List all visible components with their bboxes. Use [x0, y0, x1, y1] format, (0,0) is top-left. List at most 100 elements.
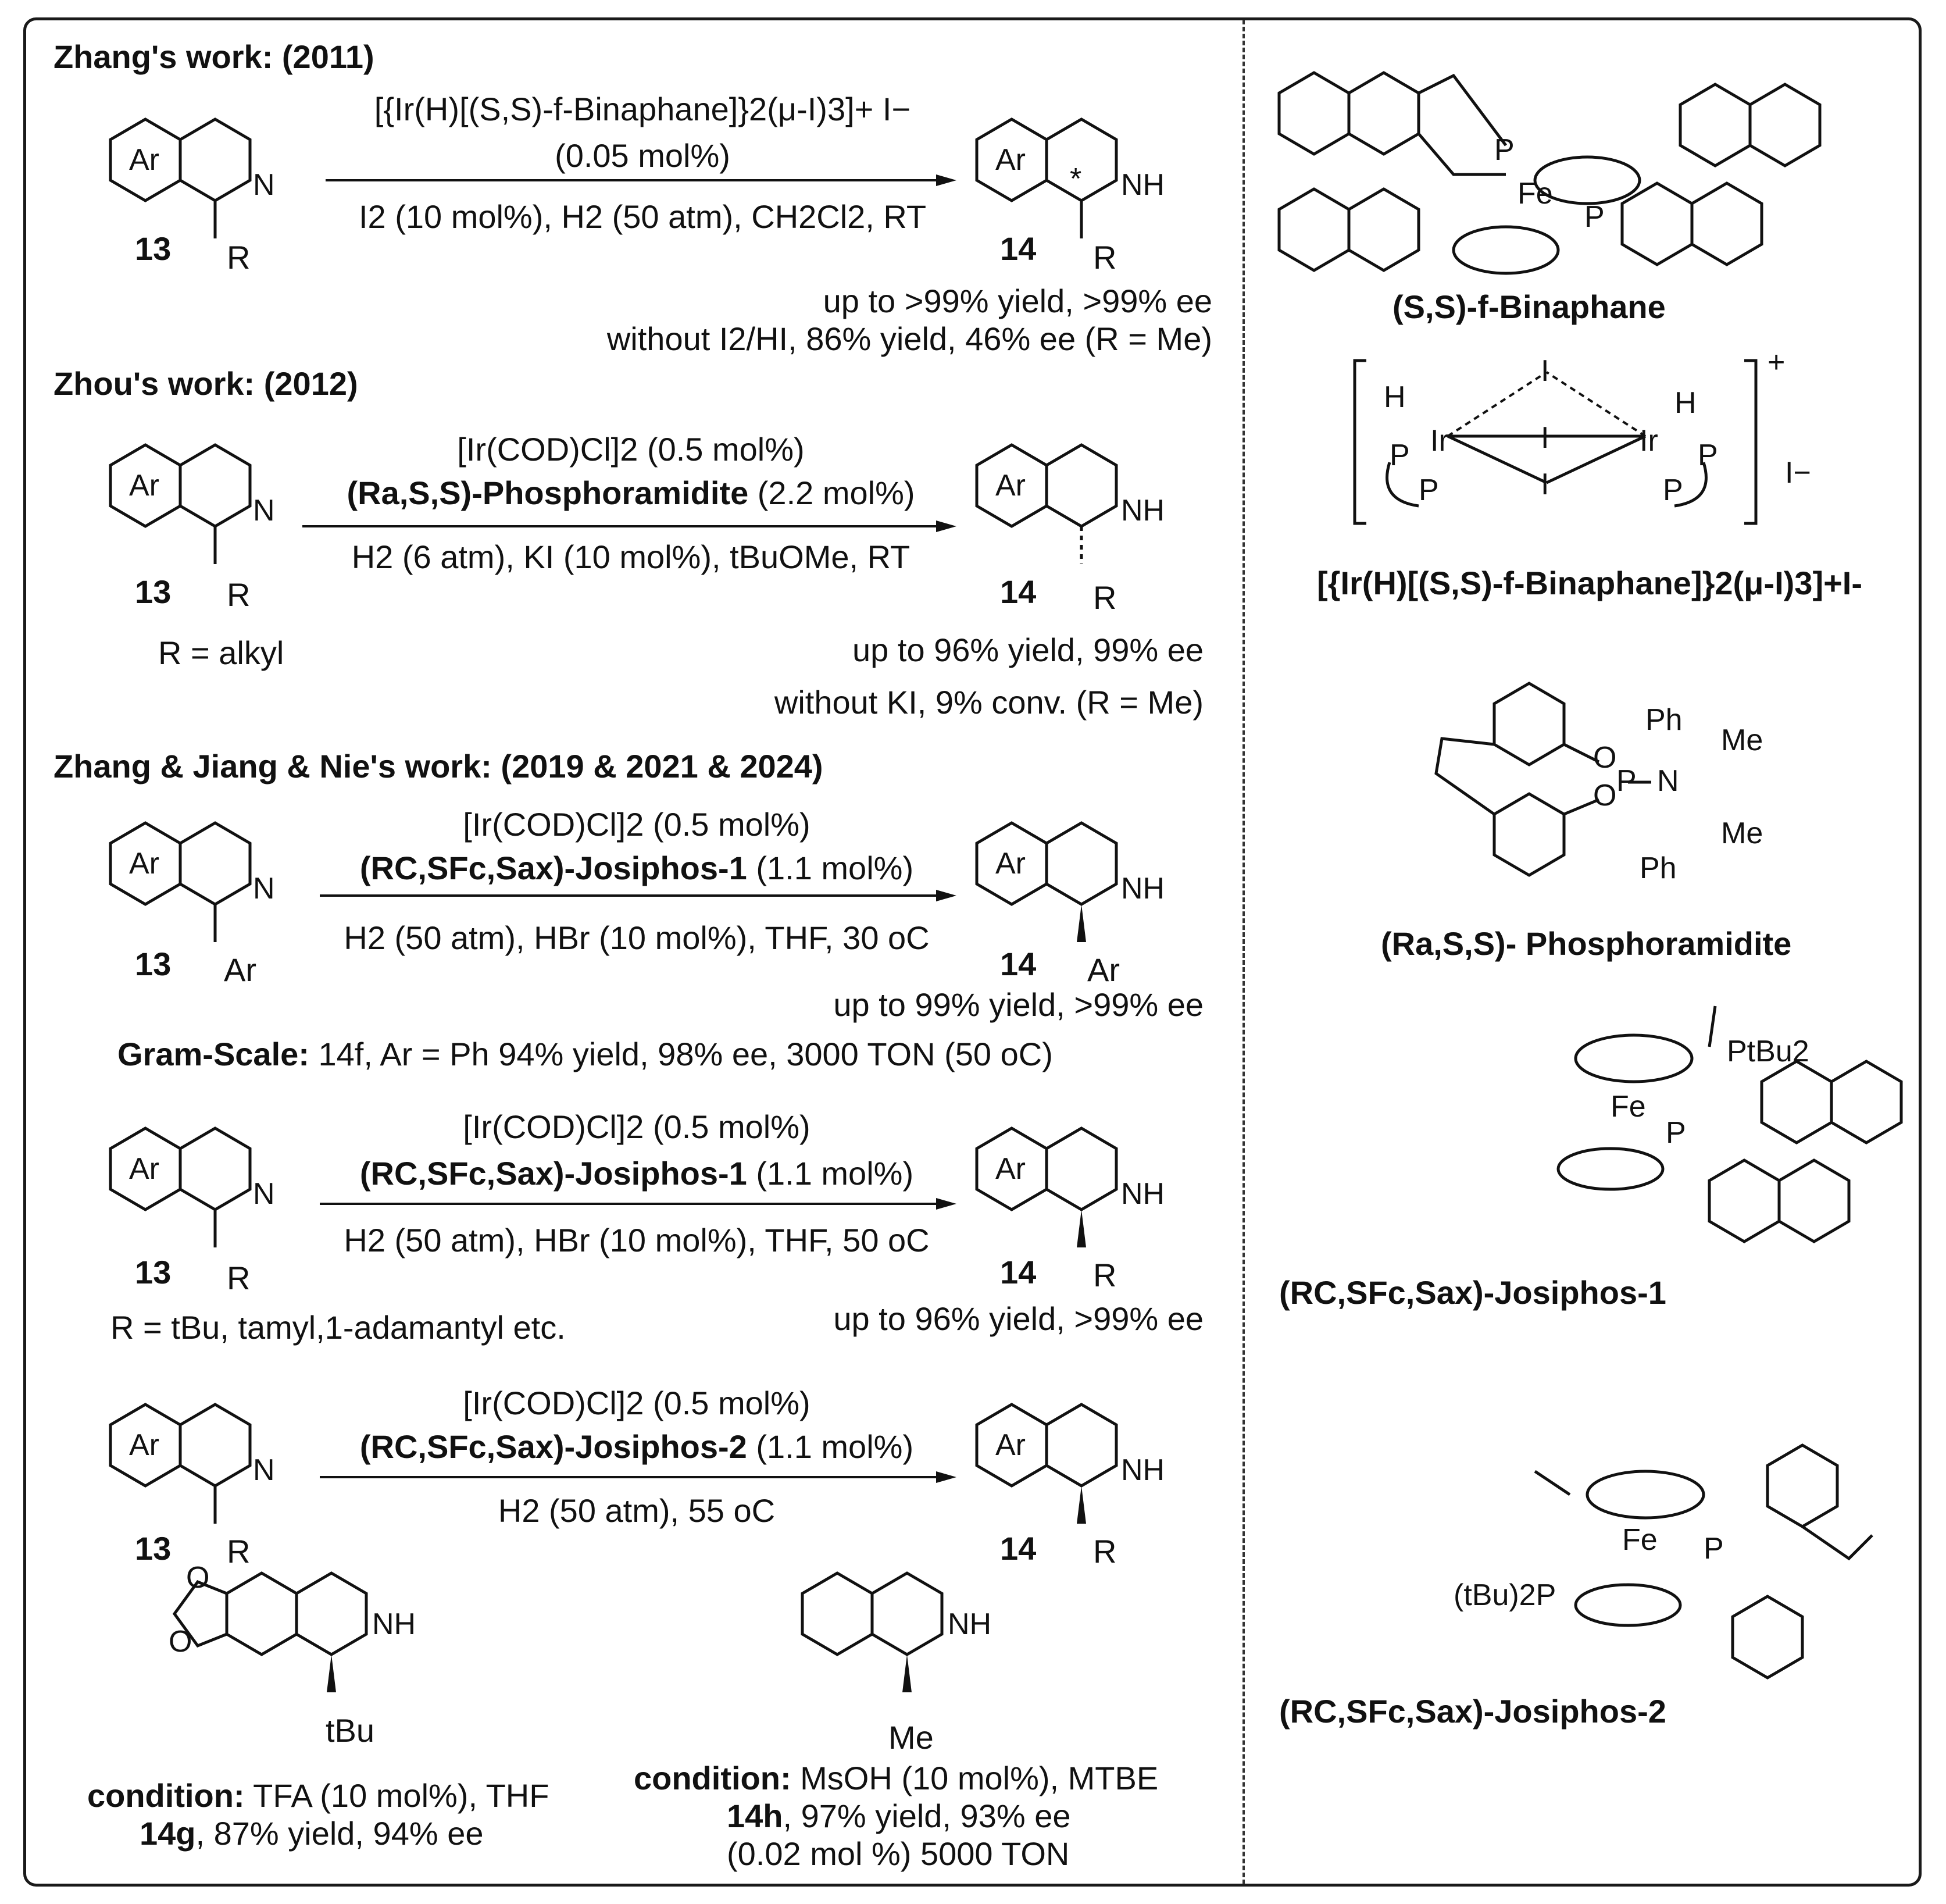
s3a-starting-material: Ar N — [109, 821, 275, 942]
s1-sm-sub: R — [227, 239, 251, 276]
s3a-arrow — [320, 890, 956, 901]
svg-text:Me: Me — [1721, 816, 1763, 850]
s2-control: without KI, 9% conv. (R = Me) — [774, 684, 1204, 721]
svg-text:Ir: Ir — [1640, 424, 1658, 458]
svg-text:Fe: Fe — [1611, 1090, 1646, 1124]
s2-product: Ar NH — [975, 443, 1165, 564]
svg-text:P: P — [1494, 133, 1515, 167]
svg-text:I: I — [1541, 354, 1549, 388]
s3a-pr-sub: Ar — [1087, 951, 1120, 988]
svg-text:Ar: Ar — [995, 1152, 1026, 1186]
svg-text:NH: NH — [372, 1607, 416, 1641]
svg-text:Ir: Ir — [1430, 424, 1449, 458]
ex2-sub: Me — [888, 1719, 934, 1756]
column-divider — [1242, 20, 1245, 1884]
svg-text:Fe: Fe — [1622, 1523, 1658, 1557]
s1-pr-sub: R — [1093, 239, 1117, 276]
svg-text:P: P — [1419, 473, 1439, 507]
s3c-conditions: H2 (50 atm), 55 oC — [498, 1492, 776, 1529]
svg-text:N: N — [253, 494, 275, 527]
svg-text:N: N — [253, 872, 275, 905]
s3b-result: up to 96% yield, >99% ee — [833, 1300, 1204, 1337]
svg-text:Ar: Ar — [995, 469, 1026, 502]
s3c-sm-sub: R — [227, 1533, 251, 1570]
s3b-product: Ar NH — [975, 1126, 1165, 1247]
phosphoramidite-name: (Ra,S,S)- Phosphoramidite — [1381, 925, 1792, 962]
s3c-catalyst: [Ir(COD)Cl]2 (0.5 mol%) — [463, 1385, 810, 1421]
s1-pr-label: 14 — [1000, 230, 1037, 267]
svg-text:Ar: Ar — [129, 1152, 159, 1186]
svg-text:Ar: Ar — [129, 469, 159, 502]
svg-text:N: N — [1657, 764, 1679, 798]
s2-arrow — [302, 520, 956, 532]
example-14h-structure: NH — [801, 1571, 991, 1692]
svg-text:NH: NH — [1121, 1453, 1165, 1487]
section1-heading: Zhang's work: (2011) — [53, 38, 374, 75]
svg-text:P: P — [1663, 473, 1683, 507]
svg-text:Ar: Ar — [129, 847, 159, 880]
svg-text:N: N — [253, 1453, 275, 1487]
s2-note: R = alkyl — [158, 634, 284, 671]
svg-text:Ar: Ar — [995, 1428, 1026, 1462]
s3b-note: R = tBu, tamyl,1-adamantyl etc. — [110, 1309, 566, 1346]
svg-text:*: * — [1070, 162, 1081, 196]
s3a-product: Ar NH — [975, 821, 1165, 942]
svg-text:I: I — [1541, 468, 1549, 501]
s1-starting-material: Ar N — [109, 117, 275, 238]
svg-text:Ar: Ar — [129, 1428, 159, 1462]
svg-text:H: H — [1674, 386, 1697, 420]
svg-text:N: N — [253, 1177, 275, 1211]
s3a-sm-sub: Ar — [224, 951, 256, 988]
svg-text:I−: I− — [1785, 456, 1811, 490]
ir-complex-name: [{Ir(H)[(S,S)-f-Binaphane]}2(μ-I)3]+I- — [1317, 565, 1862, 601]
svg-text:Ph: Ph — [1640, 851, 1677, 885]
svg-text:N: N — [253, 168, 275, 202]
svg-text:Me: Me — [1721, 723, 1763, 757]
s3c-product: Ar NH — [975, 1403, 1165, 1524]
s1-sm-label: 13 — [135, 230, 172, 267]
s3b-pr-label: 14 — [1000, 1254, 1037, 1290]
s3a-ligand: (RC,SFc,Sax)-Josiphos-1 (1.1 mol%) — [359, 850, 914, 886]
section2-heading: Zhou's work: (2012) — [53, 365, 358, 402]
svg-text:P: P — [1616, 764, 1637, 798]
svg-text:P: P — [1390, 438, 1410, 472]
svg-text:O: O — [169, 1625, 192, 1659]
ex1-sub: tBu — [326, 1712, 375, 1749]
svg-text:H: H — [1384, 380, 1406, 414]
s3c-starting-material: Ar N — [109, 1403, 275, 1524]
s1-product: Ar NH * — [975, 117, 1165, 238]
josiphos1-name: (RC,SFc,Sax)-Josiphos-1 — [1279, 1274, 1666, 1311]
s3a-catalyst: [Ir(COD)Cl]2 (0.5 mol%) — [463, 806, 810, 843]
svg-text:P: P — [1666, 1116, 1686, 1150]
phosphoramidite-structure: O O P N Ph Me Me Ph — [1434, 682, 1763, 885]
ex1-condition: condition: TFA (10 mol%), THF — [87, 1777, 549, 1814]
s1-conditions: I2 (10 mol%), H2 (50 atm), CH2Cl2, RT — [358, 198, 927, 235]
s2-sm-sub: R — [227, 576, 251, 613]
s3c-pr-label: 14 — [1000, 1530, 1037, 1567]
s3a-gram-scale: Gram-Scale: 14f, Ar = Ph 94% yield, 98% … — [117, 1036, 1053, 1072]
s1-arrow — [326, 174, 956, 186]
s3b-starting-material: Ar N — [109, 1126, 275, 1247]
svg-text:(tBu)2P: (tBu)2P — [1454, 1578, 1556, 1612]
s2-ligand: (Ra,S,S)-Phosphoramidite (2.2 mol%) — [347, 475, 915, 511]
svg-text:O: O — [1593, 779, 1616, 812]
s1-control: without I2/HI, 86% yield, 46% ee (R = Me… — [606, 320, 1212, 357]
ir-complex-structure: Ir Ir I I I H H P P P P I− + — [1353, 345, 1811, 525]
svg-text:PtBu2: PtBu2 — [1727, 1035, 1809, 1068]
s3a-conditions: H2 (50 atm), HBr (10 mol%), THF, 30 oC — [344, 919, 930, 956]
svg-text:NH: NH — [1121, 494, 1165, 527]
binaphane-name: (S,S)-f-Binaphane — [1392, 288, 1666, 325]
s1-catalyst: [{Ir(H)[(S,S)-f-Binaphane]}2(μ-I)3]+ I− — [374, 91, 911, 127]
s3b-sm-sub: R — [227, 1260, 251, 1296]
svg-text:Ar: Ar — [129, 143, 159, 177]
svg-text:+: + — [1768, 345, 1785, 379]
svg-text:Ph: Ph — [1645, 703, 1683, 737]
s2-catalyst: [Ir(COD)Cl]2 (0.5 mol%) — [457, 431, 805, 468]
s2-starting-material: Ar N — [109, 443, 275, 564]
svg-text:NH: NH — [948, 1607, 991, 1641]
s3a-sm-label: 13 — [135, 946, 172, 982]
s3b-conditions: H2 (50 atm), HBr (10 mol%), THF, 50 oC — [344, 1222, 930, 1258]
s3c-arrow — [320, 1471, 956, 1483]
s2-conditions: H2 (6 atm), KI (10 mol%), tBuOMe, RT — [351, 539, 910, 575]
s3b-catalyst: [Ir(COD)Cl]2 (0.5 mol%) — [463, 1108, 810, 1145]
